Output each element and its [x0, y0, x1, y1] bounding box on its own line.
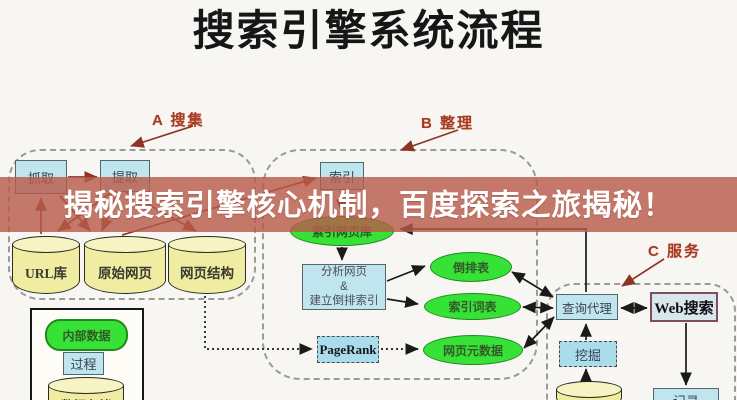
store-page-structure-label: 网页结构 — [180, 266, 234, 282]
legend-box: 内部数据 过程 数据存储 — [30, 308, 144, 400]
cylinder-top — [12, 236, 80, 253]
node-pagerank: PageRank — [317, 336, 379, 363]
page-title: 搜索引擎系统流程 — [192, 8, 545, 55]
store-url-db-label: URL库 — [24, 266, 67, 282]
cylinder-top — [556, 381, 622, 398]
legend-data-store: 数据存储 — [48, 377, 124, 400]
node-web-search: Web搜索 — [650, 292, 718, 322]
section-c-label: C 服务 — [648, 243, 702, 260]
analyze-line2: & — [340, 280, 348, 293]
node-query-agent: 查询代理 — [556, 294, 618, 320]
node-page-metadata: 网页元数据 — [423, 335, 523, 365]
analyze-line1: 分析网页 — [321, 266, 367, 279]
legend-internal-data: 内部数据 — [45, 319, 128, 351]
node-analyze-build-index: 分析网页 & 建立倒排索引 — [302, 264, 386, 310]
headline-banner: 揭秘搜索引擎核心机制，百度探索之旅揭秘！ — [0, 177, 737, 232]
store-url-db: URL库 — [12, 236, 80, 294]
node-index-word-table: 索引词表 — [424, 293, 521, 320]
headline-text: 揭秘搜索引擎核心机制，百度探索之旅揭秘！ — [63, 188, 674, 222]
section-a-label: A 搜集 — [152, 112, 205, 129]
node-inverted-table: 倒排表 — [430, 252, 512, 282]
store-query-log — [556, 381, 622, 400]
store-raw-pages: 原始网页 — [84, 236, 166, 294]
node-mining: 挖掘 — [559, 341, 617, 367]
section-b-label: B 整理 — [421, 115, 475, 132]
cylinder-top — [48, 377, 124, 394]
analyze-line3: 建立倒排索引 — [309, 295, 379, 308]
cylinder-top — [84, 236, 166, 253]
legend-process: 过程 — [63, 352, 104, 375]
node-record: 记录 — [653, 388, 719, 400]
store-raw-pages-label: 原始网页 — [98, 266, 152, 282]
store-page-structure: 网页结构 — [168, 236, 246, 294]
cylinder-top — [168, 236, 246, 253]
legend-data-store-label: 数据存储 — [48, 395, 124, 400]
